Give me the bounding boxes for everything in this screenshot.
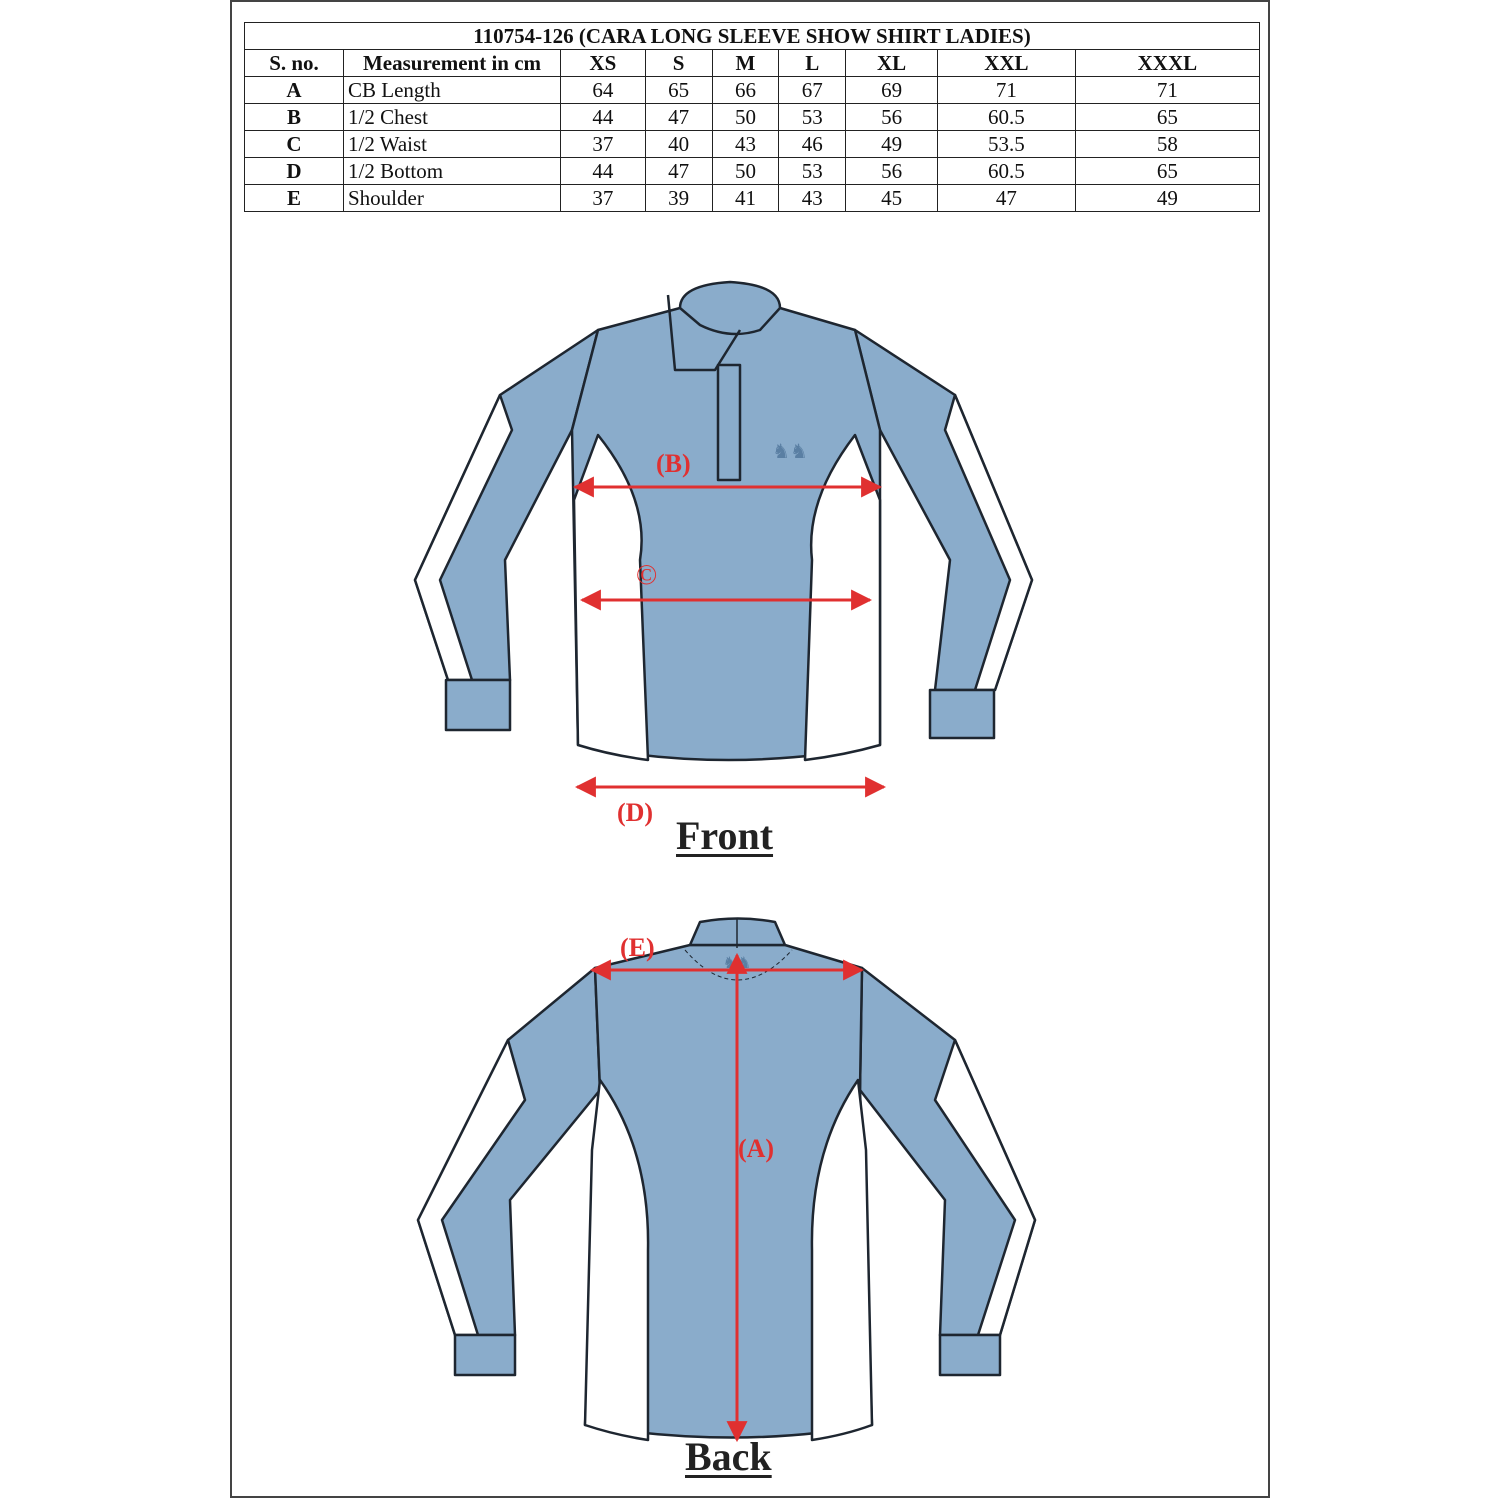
row-measurement: 1/2 Bottom: [343, 157, 561, 185]
cell: 53: [778, 103, 847, 131]
cell: 37: [560, 184, 646, 212]
cell: 43: [711, 130, 780, 158]
row-sno: D: [244, 157, 344, 185]
cell: 50: [711, 157, 780, 185]
table-row: C 1/2 Waist 37 40 43 46 49 53.5 58: [244, 130, 1261, 158]
cell: 45: [845, 184, 938, 212]
row-sno: B: [244, 103, 344, 131]
cell: 43: [778, 184, 847, 212]
marker-bottom: (D): [617, 798, 654, 827]
col-xxl: XXL: [936, 49, 1076, 77]
col-xxxl: XXXL: [1074, 49, 1261, 77]
cell: 56: [845, 157, 938, 185]
col-xs: XS: [560, 49, 646, 77]
table-row: D 1/2 Bottom 44 47 50 53 56 60.5 65: [244, 157, 1261, 185]
cell: 47: [644, 103, 713, 131]
cell: 65: [1074, 157, 1261, 185]
cell: 60.5: [936, 157, 1076, 185]
cell: 65: [644, 76, 713, 104]
cell: 49: [1074, 184, 1261, 212]
cell: 47: [644, 157, 713, 185]
front-view-label: Front: [676, 813, 774, 858]
back-view-label: Back: [685, 1434, 772, 1479]
back-shirt-drawing: ♞♞: [416, 917, 1037, 1442]
row-measurement: CB Length: [343, 76, 561, 104]
front-shirt-drawing: ♞♞: [413, 280, 1034, 762]
cell: 56: [845, 103, 938, 131]
cell: 50: [711, 103, 780, 131]
cell: 67: [778, 76, 847, 104]
row-measurement: Shoulder: [343, 184, 561, 212]
svg-text:♞♞: ♞♞: [772, 441, 808, 463]
table-row: E Shoulder 37 39 41 43 45 47 49: [244, 184, 1261, 212]
col-s: S: [644, 49, 713, 77]
page-frame: [230, 0, 1270, 1498]
col-xl: XL: [845, 49, 938, 77]
cell: 39: [644, 184, 713, 212]
cell: 58: [1074, 130, 1261, 158]
marker-chest: (B): [656, 449, 691, 478]
row-sno: E: [244, 184, 344, 212]
col-l: L: [778, 49, 847, 77]
cell: 41: [711, 184, 780, 212]
cell: 49: [845, 130, 938, 158]
page-frame-top: [230, 0, 1270, 2]
col-measurement: Measurement in cm: [343, 49, 561, 77]
col-m: M: [711, 49, 780, 77]
row-measurement: 1/2 Waist: [343, 130, 561, 158]
cell: 53.5: [936, 130, 1076, 158]
size-spec-table: 110754-126 (CARA LONG SLEEVE SHOW SHIRT …: [244, 22, 1261, 212]
table-row: B 1/2 Chest 44 47 50 53 56 60.5 65: [244, 103, 1261, 131]
cell: 69: [845, 76, 938, 104]
cell: 40: [644, 130, 713, 158]
col-sno: S. no.: [244, 49, 344, 77]
marker-shoulder: (E): [620, 933, 655, 962]
marker-length: (A): [738, 1134, 775, 1163]
marker-waist: ©: [636, 560, 658, 591]
header-row: S. no. Measurement in cm XS S M L XL XXL…: [244, 49, 1261, 77]
cell: 47: [936, 184, 1076, 212]
